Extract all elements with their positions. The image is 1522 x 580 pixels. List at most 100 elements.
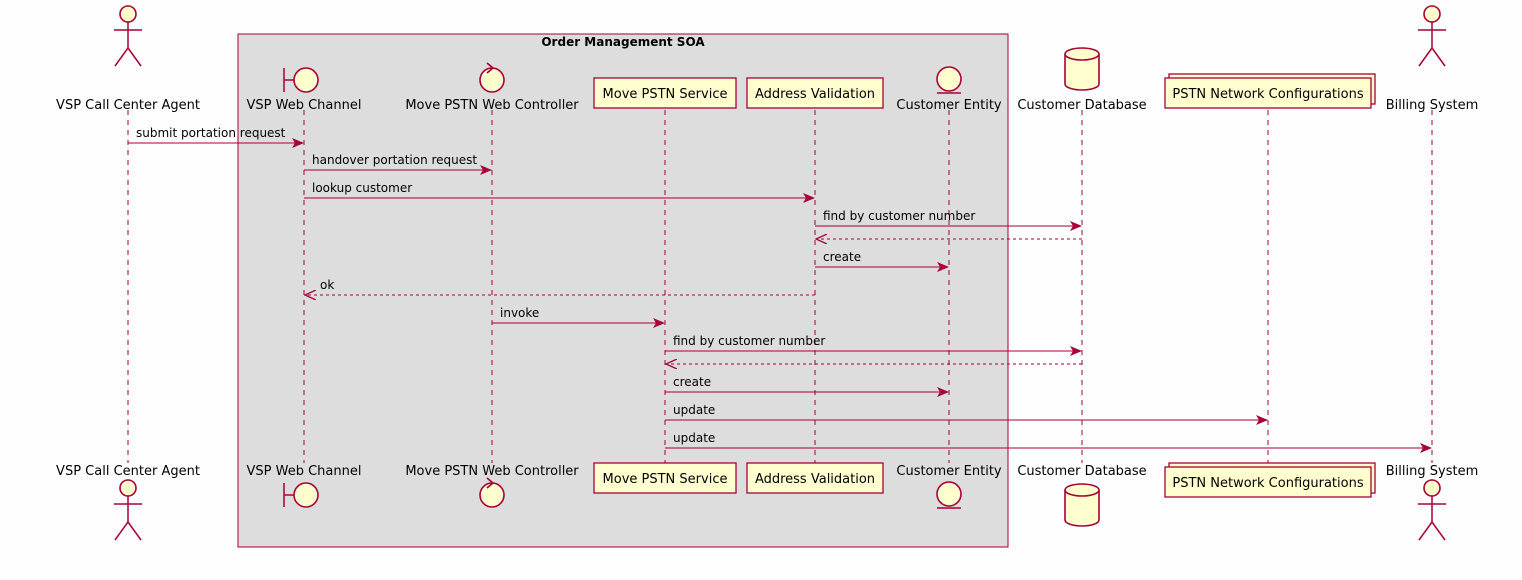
actor-head: [1423, 479, 1441, 497]
participant-net-foot: PSTN Network Configurations: [1164, 462, 1376, 498]
participant-addr-foot: Address Validation: [746, 462, 884, 494]
ctrl-control-icon: [479, 62, 505, 93]
participant-box-label: Address Validation: [755, 87, 875, 102]
message-label: create: [673, 375, 711, 389]
participant-bill-head: Billing System: [1386, 5, 1478, 113]
participant-box: [746, 77, 884, 109]
bill-actor-icon: [1418, 479, 1446, 541]
participant-box-label: Move PSTN Service: [603, 87, 728, 102]
boundary-circle: [293, 482, 319, 508]
participant-ctrl-label-top: Move PSTN Web Controller: [405, 98, 579, 113]
actor-right-leg: [127, 47, 142, 67]
participant-agent-label-bottom: VSP Call Center Agent: [56, 464, 200, 479]
participant-box: [1164, 77, 1372, 109]
message-label: create: [823, 250, 861, 264]
participant-addr-head: Address Validation: [746, 77, 884, 109]
message-label: update: [673, 431, 715, 445]
message-4: find by customer number: [815, 209, 1082, 231]
control-circle: [479, 67, 505, 93]
participant-box: [593, 77, 737, 109]
message-label: find by customer number: [673, 334, 825, 348]
message-11: create: [665, 375, 949, 397]
group-frame: [237, 33, 1009, 548]
entity-circle: [936, 66, 962, 92]
message-7: ok: [305, 278, 815, 295]
participant-box: [1164, 466, 1372, 498]
actor-head: [1423, 5, 1441, 23]
participant-web-label-bottom: VSP Web Channel: [247, 464, 362, 479]
participant-addr-box-bottom: Address Validation: [746, 462, 884, 494]
message-13: update: [665, 431, 1432, 453]
actor-left-leg: [114, 521, 129, 541]
participant-agent-foot: VSP Call Center Agent: [56, 464, 200, 541]
participant-cust-head: Customer Entity: [896, 66, 1002, 113]
message-label: invoke: [500, 306, 539, 320]
participant-ctrl-head: Move PSTN Web Controller: [405, 62, 579, 113]
participant-db-label-top: Customer Database: [1017, 98, 1146, 113]
participant-net-head: PSTN Network Configurations: [1164, 73, 1376, 109]
participant-svc-foot: Move PSTN Service: [593, 462, 737, 494]
message-label: update: [673, 403, 715, 417]
message-6: create: [815, 250, 949, 272]
participant-box-label: PSTN Network Configurations: [1172, 476, 1363, 491]
message-label: ok: [320, 278, 334, 292]
message-3: lookup customer: [304, 181, 815, 203]
actor-right-leg: [1431, 521, 1446, 541]
database-top: [1064, 47, 1100, 61]
message-9: find by customer number: [665, 334, 1082, 356]
participant-agent-head: VSP Call Center Agent: [56, 5, 200, 113]
participant-box-label: Address Validation: [755, 472, 875, 487]
entity-circle: [936, 481, 962, 507]
actor-left-leg: [1418, 521, 1433, 541]
participant-cust-label-bottom: Customer Entity: [896, 464, 1002, 479]
participant-net-box-top: PSTN Network Configurations: [1164, 73, 1376, 109]
message-1: submit portation request: [128, 126, 304, 148]
message-label: find by customer number: [823, 209, 975, 223]
cust-entity-icon: [936, 481, 962, 509]
message-12: update: [665, 403, 1268, 425]
participant-ctrl-label-bottom: Move PSTN Web Controller: [405, 464, 579, 479]
participant-db-head: Customer Database: [1017, 47, 1147, 113]
participant-box-label: Move PSTN Service: [603, 472, 728, 487]
message-label: handover portation request: [312, 153, 477, 167]
participant-net-box-bottom: PSTN Network Configurations: [1164, 462, 1376, 498]
participant-web-head: VSP Web Channel: [247, 67, 362, 113]
participant-web-label-top: VSP Web Channel: [247, 98, 362, 113]
participant-svc-head: Move PSTN Service: [593, 77, 737, 109]
db-database-icon: [1064, 47, 1100, 91]
group-title: Order Management SOA: [541, 35, 705, 49]
group-box: Order Management SOA: [237, 33, 1009, 548]
participant-addr-box-top: Address Validation: [746, 77, 884, 109]
database-body: [1064, 54, 1100, 91]
actor-left-leg: [114, 47, 129, 67]
participant-bill-foot: Billing System: [1386, 464, 1478, 541]
cust-entity-icon: [936, 66, 962, 94]
control-arrow: [486, 477, 494, 489]
participant-svc-box-bottom: Move PSTN Service: [593, 462, 737, 494]
participant-bill-label-top: Billing System: [1386, 98, 1478, 113]
participant-cust-label-top: Customer Entity: [896, 98, 1002, 113]
web-boundary-icon: [283, 482, 319, 508]
db-database-icon: [1064, 483, 1100, 527]
actor-right-leg: [127, 521, 142, 541]
participant-svc-box-top: Move PSTN Service: [593, 77, 737, 109]
control-circle: [479, 482, 505, 508]
participant-db-foot: Customer Database: [1017, 464, 1147, 527]
boundary-circle: [293, 67, 319, 93]
actor-head: [119, 5, 137, 23]
participant-agent-label-top: VSP Call Center Agent: [56, 98, 200, 113]
participant-box: [746, 462, 884, 494]
agent-actor-icon: [114, 479, 142, 541]
control-arrow: [486, 62, 494, 74]
database-top: [1064, 483, 1100, 497]
actor-left-leg: [1418, 47, 1433, 67]
message-label: lookup customer: [312, 181, 412, 195]
participant-box: [593, 462, 737, 494]
actor-right-leg: [1431, 47, 1446, 67]
participant-bill-label-bottom: Billing System: [1386, 464, 1478, 479]
actor-head: [119, 479, 137, 497]
message-8: invoke: [492, 306, 665, 328]
message-label: submit portation request: [136, 126, 286, 140]
